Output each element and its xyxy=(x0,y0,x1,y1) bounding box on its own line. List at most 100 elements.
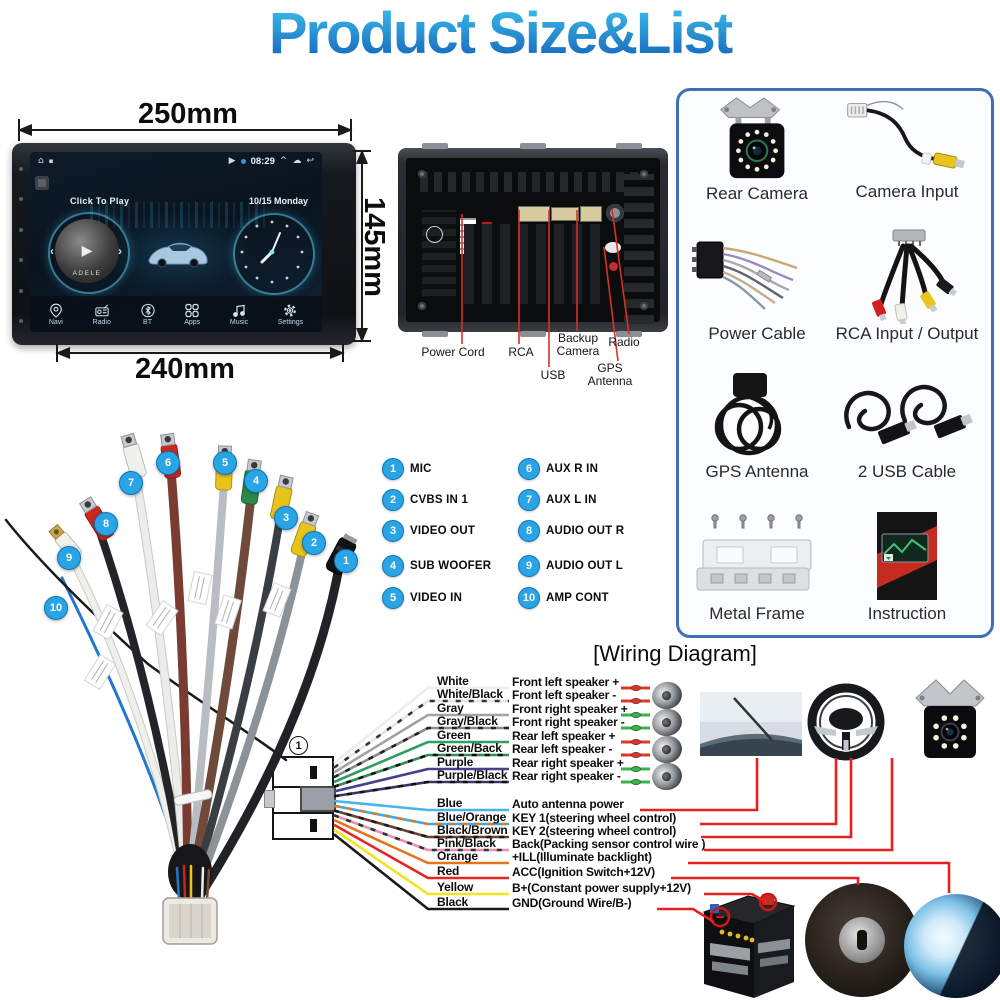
wire-line xyxy=(333,814,509,852)
port-label: AUDIO OUT R xyxy=(546,525,625,537)
nav-item-settings[interactable]: Settings xyxy=(278,303,303,326)
head-unit-screen[interactable]: ⌂▪ ▶ 08:29 ^ ☁ ↩ Click To Play 10/15 Mon… xyxy=(30,152,322,332)
nav-item-radio[interactable]: Radio xyxy=(93,303,111,326)
accessory-gps-antenna: GPS Antenna xyxy=(682,368,832,484)
album-art-widget[interactable]: ▶ ADELE xyxy=(48,212,130,294)
wire-stripe xyxy=(333,804,509,826)
next-track-icon[interactable]: › xyxy=(118,244,122,258)
harness-number-badge: 3 xyxy=(274,506,298,530)
port-label: AUX R IN xyxy=(546,463,599,475)
status-bar: ⌂ ▪ ▶ 08:29 ^ ☁ ↩ xyxy=(30,152,322,170)
port-number-badge: 7 xyxy=(518,489,540,511)
status-time: 08:29 xyxy=(250,155,275,167)
nav-item-navi[interactable]: Navi xyxy=(49,303,63,326)
port-number-badge: 6 xyxy=(518,458,540,480)
screw-icon xyxy=(418,302,426,310)
rca-port-item: 8 AUDIO OUT R xyxy=(518,520,624,542)
nav-item-music[interactable]: Music xyxy=(230,303,248,326)
rca-harness-illustration xyxy=(4,432,358,945)
wire-color-label: Orange xyxy=(437,849,478,863)
wire-stripe xyxy=(333,780,509,798)
wire-function-label: Auto antenna power xyxy=(512,797,624,811)
wire-function-label: Rear left speaker + xyxy=(512,729,616,743)
mount-tab xyxy=(422,331,448,337)
harness-number-badge: 4 xyxy=(244,469,268,493)
speaker-wire-connector xyxy=(631,778,641,785)
power-cable-image xyxy=(682,228,832,324)
rear-camera-image xyxy=(682,94,832,184)
wire-line xyxy=(333,799,509,812)
nav-label: Settings xyxy=(277,318,304,326)
wire-function-label: KEY 2(steering wheel control) xyxy=(512,824,677,838)
prev-track-icon[interactable]: ‹ xyxy=(50,244,54,258)
home-icon[interactable]: ⌂ xyxy=(38,156,44,166)
click-to-play-label[interactable]: Click To Play xyxy=(70,196,130,206)
wire-stripe xyxy=(333,726,509,779)
accessory-label: GPS Antenna xyxy=(705,462,809,481)
rear-label-usb: USB xyxy=(540,368,566,382)
harness-number-badge: 6 xyxy=(156,451,180,475)
stop-icon[interactable]: ▪ xyxy=(48,157,54,165)
play-icon[interactable]: ▶ xyxy=(81,243,93,259)
wire-line xyxy=(333,780,509,798)
rear-right-ribs xyxy=(624,174,654,324)
accessory-rca-io: RCA Input / Output xyxy=(832,228,982,346)
port-number-badge: 3 xyxy=(382,520,404,542)
accessory-camera-input: Camera Input xyxy=(832,94,982,204)
port-number-badge: 8 xyxy=(518,520,540,542)
wiring-diagram-title: [Wiring Diagram] xyxy=(593,641,757,666)
nav-label: BT xyxy=(143,318,152,326)
accessory-label: 2 USB Cable xyxy=(857,462,957,481)
wire-function-label: Rear left speaker - xyxy=(512,742,613,756)
wire-line xyxy=(333,833,509,911)
wire-color-label: Blue xyxy=(437,796,463,810)
accessory-label: RCA Input / Output xyxy=(835,324,979,343)
mount-tab xyxy=(520,143,546,149)
wire-line xyxy=(333,767,509,793)
side-buttons[interactable] xyxy=(16,167,26,323)
backup-camera-port xyxy=(580,206,602,222)
port-number-badge: 5 xyxy=(382,587,404,609)
accessory-power-cable: Power Cable xyxy=(682,228,832,346)
heatsink-ribs xyxy=(464,224,604,304)
accessory-label: Rear Camera xyxy=(705,184,809,203)
rear-left-block xyxy=(422,210,456,296)
usb-connector-port xyxy=(551,207,579,221)
rca-connector-port xyxy=(518,206,550,222)
wire-stripe xyxy=(333,809,509,839)
nav-label: Navi xyxy=(48,318,63,326)
wire-function-label: Front left speaker + xyxy=(512,675,620,689)
media-icon: ▶ xyxy=(228,156,236,166)
port-label: AUDIO OUT L xyxy=(546,560,623,572)
harness-number-badge: 9 xyxy=(57,546,81,570)
accessory-label: Instruction xyxy=(867,604,947,623)
back-arrow-icon[interactable]: ↩ xyxy=(306,156,314,166)
screw-icon xyxy=(640,302,648,310)
speaker-wire-connector xyxy=(631,738,641,745)
clock-widget[interactable] xyxy=(233,213,315,295)
dimension-height-label: 145mm xyxy=(358,197,390,297)
rear-label-gps-antenna: GPS Antenna xyxy=(587,361,633,388)
accessory-label: Metal Frame xyxy=(709,604,805,623)
wire-color-label: Purple/Black xyxy=(437,768,508,782)
page-title: Product Size&List xyxy=(0,0,1000,67)
cloud-icon[interactable]: ☁ xyxy=(292,156,302,166)
wire-line xyxy=(333,686,509,765)
accessory-instruction: Instruction xyxy=(832,508,982,626)
rear-label-rca: RCA xyxy=(508,345,534,359)
nav-item-apps[interactable]: Apps xyxy=(184,303,200,326)
rca-port-item: 6 AUX R IN xyxy=(518,458,598,480)
car-antenna-image xyxy=(700,692,802,761)
small-red-port xyxy=(609,262,618,271)
wire-color-label: Red xyxy=(437,864,460,878)
connector-number-badge: 1 xyxy=(289,736,308,755)
accessory-label: Camera Input xyxy=(855,182,959,201)
wire-color-label: Black/Brown xyxy=(437,823,508,837)
chevron-up-icon[interactable]: ^ xyxy=(279,156,288,166)
head-unit-rear xyxy=(398,143,668,337)
port-number-badge: 10 xyxy=(518,587,540,609)
ce-mark xyxy=(426,226,443,243)
apps-grid-icon xyxy=(185,303,199,317)
nav-item-bt[interactable]: BT xyxy=(140,303,155,326)
